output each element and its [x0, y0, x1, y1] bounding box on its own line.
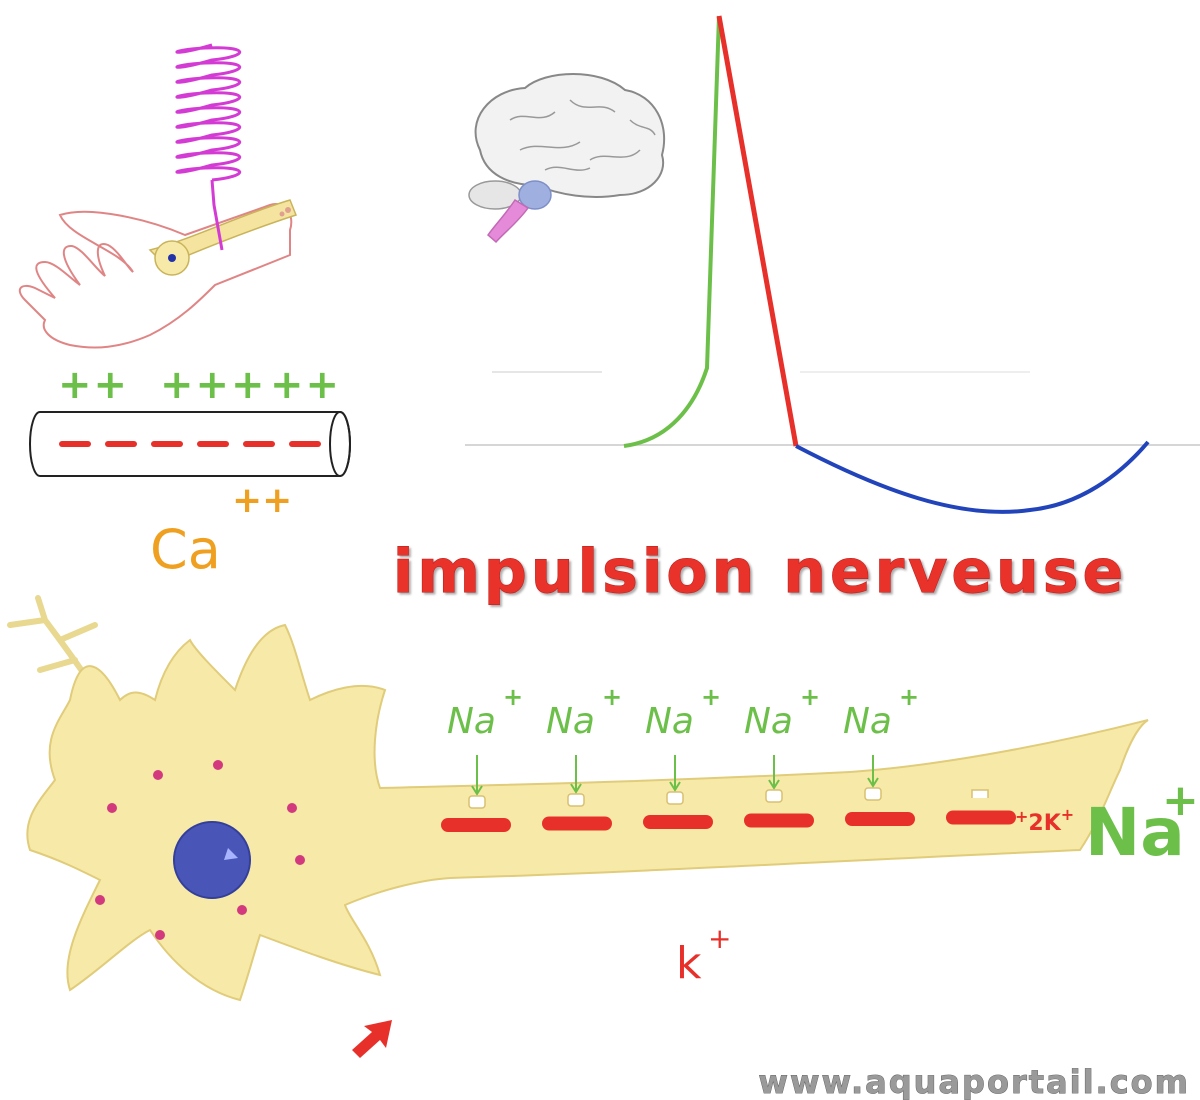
- spring-coil-path: [175, 43, 242, 182]
- sodium-channel-gate: [567, 793, 585, 807]
- sodium-channel-gate: [666, 791, 684, 805]
- sodium-arrow-head: [471, 785, 483, 796]
- spring-coils: [175, 43, 242, 182]
- page-title: impulsion nerveuse: [393, 537, 1127, 607]
- sodium-charge: +: [701, 683, 721, 711]
- sodium-arrow-head: [768, 779, 780, 790]
- plus-sign-group: ++: [270, 362, 341, 408]
- sodium-charge: +: [602, 683, 622, 711]
- depolarization-curve: [623, 15, 721, 448]
- membrane-tube-end: [329, 411, 351, 477]
- sodium-big-charge: +: [1162, 775, 1199, 826]
- membrane-plus-signs: +++++++: [58, 362, 341, 408]
- sodium-label: Na: [843, 701, 892, 742]
- plus-sign-group: ++: [58, 362, 129, 408]
- sodium-channel-gate: [864, 787, 882, 801]
- nucleolus: [224, 848, 238, 860]
- hand-stimulus-group: [18, 43, 297, 349]
- sodium-channel-gate: [468, 795, 486, 809]
- hyperpolarization-curve: [795, 440, 1150, 514]
- sodium-channels: Na+Na+Na+Na+Na+: [447, 683, 919, 809]
- neuron-organelles: [95, 760, 305, 940]
- nerve-end-dot-2: [279, 211, 285, 217]
- brain-cerebrum: [474, 73, 666, 198]
- sodium-arrow-head: [669, 781, 681, 792]
- sodium-label: Na: [447, 701, 496, 742]
- brain-midbrain: [518, 180, 552, 210]
- hand-neuron-nucleus: [168, 254, 176, 262]
- axon-negative-dashes: [441, 810, 1016, 832]
- potassium-label: k: [676, 938, 702, 989]
- neuron-dendrite-branch: [7, 595, 98, 693]
- sodium-label: Na: [744, 701, 793, 742]
- sodium-big-label: Na: [1085, 794, 1185, 871]
- sodium-charge: +: [503, 683, 523, 711]
- sodium-label: Na: [645, 701, 694, 742]
- neuron-soma-and-axon: [26, 623, 1149, 1002]
- plus-sign-group: +++: [160, 362, 267, 408]
- sodium-channel-gate: [765, 789, 783, 803]
- neuron-nucleus: [173, 821, 251, 899]
- watermark: www.aquaportail.com: [758, 1063, 1190, 1100]
- sodium-arrow-head: [570, 783, 582, 794]
- sodium-label: Na: [546, 701, 595, 742]
- axon-notch: [971, 789, 989, 798]
- sodium-arrow-head: [867, 777, 879, 788]
- action-potential-chart: [465, 15, 1200, 514]
- direction-arrow-icon: [352, 1020, 392, 1058]
- sodium-charge: +: [800, 683, 820, 711]
- potassium-charge: +: [708, 922, 731, 955]
- membrane-group: +++++++ Ca ++: [29, 362, 351, 581]
- hand-outline: [18, 203, 293, 349]
- stimulus-spring: [210, 179, 224, 251]
- nerve-end-dot-1: [285, 207, 291, 213]
- pump-label: +2K+: [1015, 805, 1074, 836]
- sodium-charge: +: [899, 683, 919, 711]
- neuron-group: Na+Na+Na+Na+Na+ +2K+ Na + k +: [7, 595, 1199, 1002]
- calcium-charge: ++: [232, 480, 292, 521]
- brain-folds: [509, 99, 656, 171]
- brain-icon: [468, 73, 666, 244]
- repolarization-curve: [716, 15, 799, 447]
- calcium-label: Ca: [150, 518, 221, 581]
- brain-stem: [486, 198, 530, 244]
